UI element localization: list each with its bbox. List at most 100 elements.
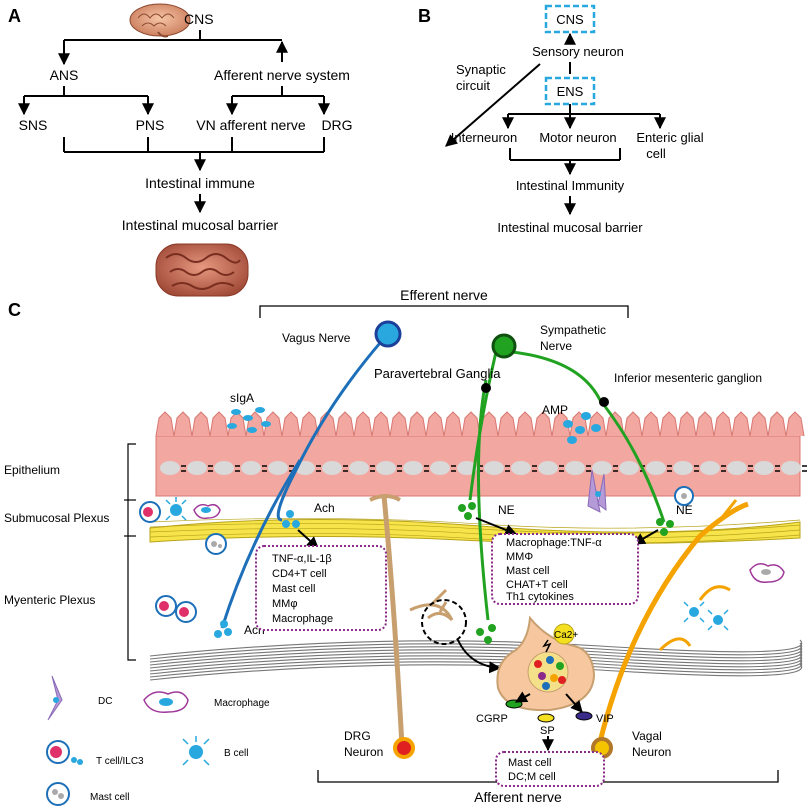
cns-box [544,4,596,34]
box-left-item: Mast cell [272,583,315,595]
sIgA-particles [227,407,271,433]
drg-fiber [381,495,405,747]
panel-c: C Efferent nerve Afferent nerve Epitheli… [4,287,807,806]
drg-label-a: DRG [321,117,352,133]
panel-a: A CNS ANS Afferent nerve system SNS PNS … [8,3,353,297]
efferent-label: Efferent nerve [400,287,488,303]
motor-neuron-label: Motor neuron [539,130,616,145]
cgrp-label: CGRP [476,713,508,725]
paravertebral-label: Paravertebral Ganglia [374,366,501,381]
ne-label-2: NE [676,503,693,517]
macrophage-icon [749,563,785,583]
legend-bcell: B cell [224,748,248,759]
vagus-label: Vagus Nerve [282,331,351,345]
ca-ion [553,623,575,645]
brain-icon [129,3,191,38]
dc-cell [587,469,607,513]
box-right-item: CHAT+T cell [506,579,568,591]
zoom-circle [421,599,467,645]
sympathetic-label-2: Nerve [540,339,572,353]
glial-label-1: Enteric glial [636,130,703,145]
glial-label-2: cell [646,146,666,161]
box-bottom-item: Mast cell [508,757,551,769]
mucosal-barrier-label-b: Intestinal mucosal barrier [497,220,643,235]
synaptic-label-2: circuit [456,78,490,93]
ach-label-1: Ach [314,501,335,515]
drg-neuron-body [393,737,415,759]
myenteric-label: Myenteric Plexus [4,593,95,607]
legend-dc: DC [98,696,112,707]
box-bottom [495,751,605,787]
tcell-icon [155,595,177,617]
legend-macrophage: Macrophage [214,698,270,709]
macrophage-icon [193,503,221,520]
intestine-icon [155,243,249,297]
amp-label: AMP [542,403,568,417]
legend-mast: Mast cell [90,792,129,803]
sensory-terminal [496,615,596,752]
cns-label-a: CNS [184,11,214,27]
inferior-ganglion [599,397,609,407]
ans-label: ANS [50,67,79,83]
mucosal-barrier-label-a: Intestinal mucosal barrier [122,217,279,233]
inferior-label: Inferior mesenteric ganglion [614,371,762,385]
epithelium-label: Epithelium [4,463,60,477]
ens-label: ENS [557,84,584,99]
submucosal-label: Submucosal Plexus [4,511,109,525]
legend-tcell: T cell/ILC3 [96,756,144,767]
vn-afferent-label: VN afferent nerve [196,117,306,133]
afferent-label: Afferent nerve [474,789,562,805]
box-right-item: Macrophage:TNF-α [506,537,602,549]
vagal-label-2: Neuron [632,745,671,759]
mast-cell-icon [674,486,694,506]
box-right-item: Mast cell [506,565,549,577]
sp-label: SP [540,725,555,737]
sympathetic-nerve [458,333,674,644]
efferent-bracket [259,305,629,318]
amp-particles [563,412,601,444]
box-right-item: Th1 cytokines [506,591,574,603]
ne-label-1: NE [498,503,515,517]
bcell-icon [165,497,187,521]
sympathetic-label-1: Sympathetic [540,323,606,337]
box-left-item: Macrophage [272,613,333,625]
box-right [491,533,639,605]
bcell-icon [707,609,729,631]
drg-label-2: Neuron [344,745,383,759]
bcell-icon [683,601,705,623]
box-left-item: MMφ [272,598,297,610]
vagus-nerve [214,320,402,638]
ens-box [544,76,596,106]
panel-b-label: B [418,6,431,26]
synaptic-label-1: Synaptic [456,62,506,77]
panel-c-label: C [8,300,21,320]
drg-label-1: DRG [344,729,371,743]
immunity-label: Intestinal Immunity [516,178,625,193]
bcell-icon [182,736,210,766]
vagal-label-1: Vagal [632,729,662,743]
sympathetic-nerve-body [491,333,517,359]
panel-b: B CNS Sensory neuron Synaptic circuit EN… [418,4,704,235]
cns-label-b: CNS [556,12,584,27]
sns-label: SNS [19,117,48,133]
paravertebral-ganglion [481,383,491,393]
box-left [255,545,387,631]
tcell-icon [46,740,83,765]
intestinal-immune-label: Intestinal immune [145,175,255,191]
sIgA-label: sIgA [230,391,254,405]
interneuron-label: Interneuron [451,130,518,145]
vagal-fiber [597,501,749,743]
box-right-item: MMΦ [506,551,533,563]
tcell-icon [139,501,161,523]
tcell-icon [175,601,197,623]
afferent-system-label: Afferent nerve system [214,67,350,83]
vip-label: VIP [596,713,614,725]
mast-cell-icon [205,533,227,555]
mast-cell-icon [46,782,70,806]
layer-bracket [127,443,136,661]
macrophage-icon [143,691,189,713]
panel-a-label: A [8,6,21,26]
sensory-neuron-label: Sensory neuron [532,44,624,59]
dc-icon [47,675,63,721]
